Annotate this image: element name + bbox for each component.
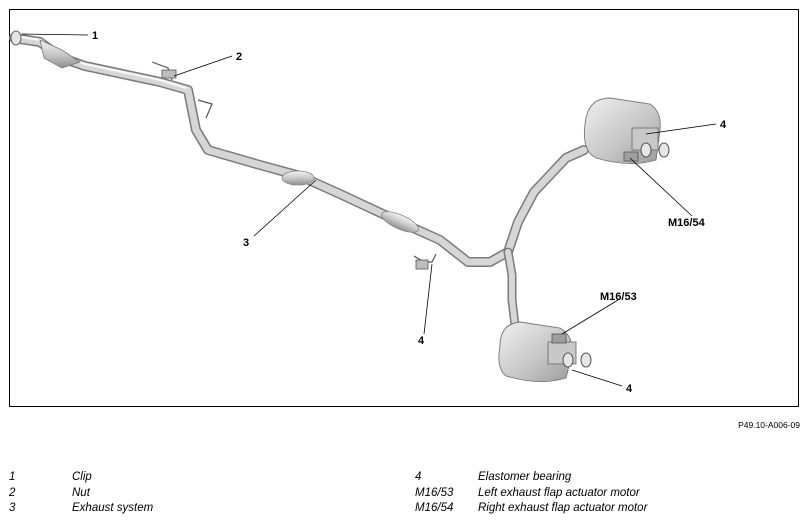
legend-text: Elastomer bearing [478,471,572,483]
callout-m16-54: M16/54 [668,217,706,229]
right-muffler [583,97,670,164]
callout-elastomer-bearing-left: 4 [626,383,633,395]
figure-code: P49.10-A006-09 [738,420,800,430]
legend-text: Clip [72,471,92,483]
legend-text: Right exhaust flap actuator motor [478,502,648,514]
callout-elastomer-bearing-middle: 4 [418,335,425,347]
legend-text: Left exhaust flap actuator motor [478,486,640,499]
exhaust-pipe [9,30,589,330]
legend-row: 4 Elastomer bearing [415,470,647,486]
legend-row: 1 Clip [9,470,153,486]
legend-key: 2 [9,486,16,499]
legend-text: Exhaust system [72,502,154,514]
legend-row: 2 Nut [9,486,153,502]
legend-row: 3 Exhaust system [9,501,153,517]
callout-exhaust-system: 3 [243,237,249,249]
callout-clip: 1 [92,30,98,42]
callout-elastomer-bearing-right: 4 [720,119,727,131]
hanger-rear [197,99,213,119]
legend-text: Nut [72,486,90,499]
legend-row: M16/54 Right exhaust flap actuator motor [415,501,647,517]
legend-key: 4 [415,471,422,483]
legend-right: 4 Elastomer bearing M16/53 Left exhaust … [415,470,647,517]
hanger-nut [151,61,177,81]
legend-key: 3 [9,502,16,514]
legend-key: M16/53 [415,486,454,499]
left-muffler [498,321,592,382]
callout-m16-53: M16/53 [600,291,637,303]
legend-left: 1 Clip 2 Nut 3 Exhaust system [9,470,153,517]
legend-key: 1 [9,471,16,483]
leader-lines [21,33,717,387]
exhaust-diagram: 1 2 3 4 4 M16/54 M16/53 4 [9,30,727,395]
elastomer-bearing-middle [413,253,437,270]
legend-row: M16/53 Left exhaust flap actuator motor [415,486,647,502]
callout-nut: 2 [236,51,242,63]
legend-key: M16/54 [415,502,454,514]
